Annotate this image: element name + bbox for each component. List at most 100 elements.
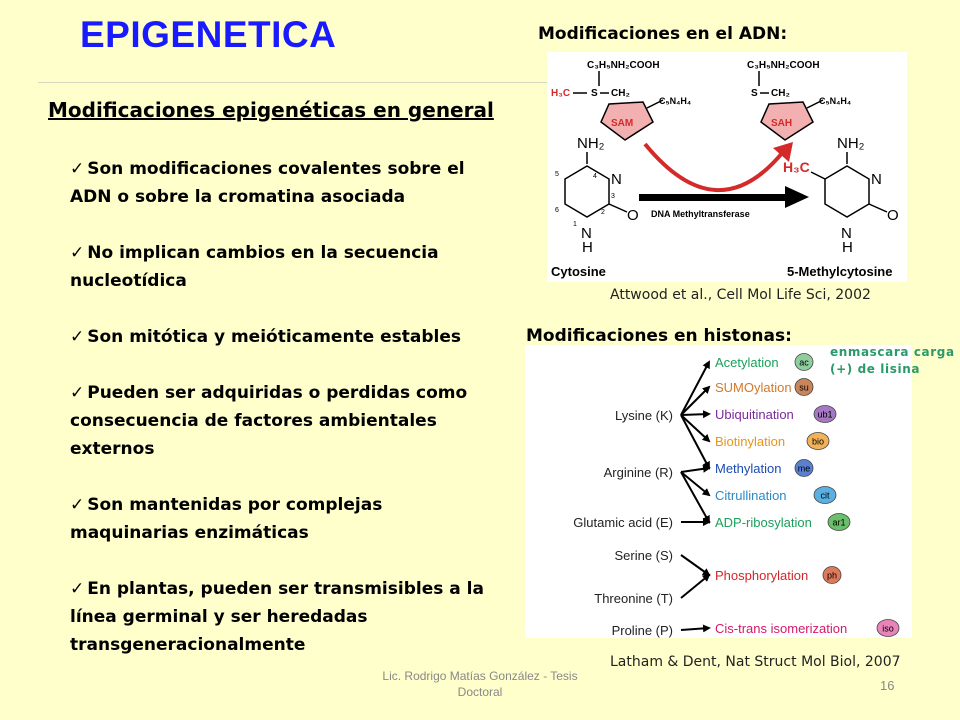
bullet-item: ✓Son mantenidas por complejas maquinaria… [70,495,383,543]
slide-footer: Lic. Rodrigo Matías González - Tesis Doc… [382,669,578,699]
amino-acid-label: Proline (P) [612,623,673,638]
dna-figure-citation: Attwood et al., Cell Mol Life Sci, 2002 [610,287,871,303]
iso-badge-icon [876,619,900,637]
modification-label: ADP-ribosylation [715,515,812,530]
modification-badge-label: me [798,464,811,474]
modification-label: Cis-trans isomerization [715,621,847,636]
modification-badge-label: ub1 [817,410,832,420]
sah-adenine-label: C₅N₄H₄ [819,96,851,106]
enzyme-label: DNA Methyltransferase [651,209,750,219]
sah-formula-top: C₃H₅NH₂COOH [747,60,820,71]
histone-modifications-heading: Modificaciones en histonas: [526,326,792,346]
sam-methyl-label: H₃C [551,88,570,99]
modification-label: SUMOylation [715,380,792,395]
cytosine-ring [564,165,610,218]
cytosine-o: O [627,207,639,224]
modification-arrow [680,471,710,524]
svg-text:1: 1 [573,221,577,228]
cytosine-nh2: NH₂ [577,135,605,152]
modification-badge-label: su [799,383,809,393]
methylcytosine-o: O [887,207,899,224]
cytosine-label: Cytosine [551,264,606,279]
modification-arrow [680,385,711,416]
svg-text:6: 6 [555,207,559,214]
cytosine-n3: N [611,171,622,188]
dna-methylation-figure: C₃H₅NH₂COOH H₃C S CH₂ SAM C₅N₄H₄ C₃H₅NH₂… [547,52,907,282]
amino-acid-label: Arginine (R) [604,465,673,480]
amino-acid-label: Lysine (K) [615,408,673,423]
modification-arrow [680,573,711,599]
added-methyl-label: H₃C [783,159,810,175]
sah-sulfur-label: S [751,88,758,99]
check-icon: ✓ [70,159,85,179]
modification-badge-label: ac [799,358,809,368]
dna-methylation-diagram: C₃H₅NH₂COOH H₃C S CH₂ SAM C₅N₄H₄ C₃H₅NH₂… [551,60,899,279]
modification-label: Phosphorylation [715,568,808,583]
svg-text:5: 5 [555,171,559,178]
left-section-heading: Modificaciones epigenéticas en general [48,98,494,122]
amino-acid-labels: Lysine (K) Arginine (R) Glutamic acid (E) S… [573,408,673,638]
dna-modifications-heading: Modificaciones en el ADN: [538,24,788,44]
amino-acid-label: Glutamic acid (E) [573,515,673,530]
methylcytosine-nh2: NH₂ [837,135,865,152]
svg-text:4: 4 [593,173,597,180]
check-icon: ✓ [70,243,85,263]
title-divider [38,82,578,83]
sah-label: SAH [771,118,792,129]
cit-badge-icon [813,486,837,504]
modification-badge-label: ar1 [832,518,845,528]
amino-acid-label: Threonine (T) [594,591,673,606]
bullet-item: ✓Son mitótica y meióticamente estables [70,327,462,347]
ph-badge-icon [822,566,842,584]
modification-label: Ubiquitination [715,407,794,422]
modification-label: Biotinylation [715,434,785,449]
acetylation-annotation: enmascara carga (+) de lisina [830,345,955,376]
sah-ch2-label: CH₂ [771,88,790,99]
methylcytosine-n3: N [871,171,882,188]
modification-badge-label: ph [827,571,837,581]
me-badge-icon [794,459,814,477]
su-badge-icon [794,378,814,396]
bullet-item: ✓No implican cambios en la secuencia nuc… [70,243,439,291]
sam-ribose-ring [600,101,654,141]
ar1-badge-icon [827,513,851,531]
cytosine-h: H [582,239,593,256]
sah-ribose-ring [760,101,814,141]
reaction-arrow-shaft [639,194,787,201]
check-icon: ✓ [70,327,85,347]
cytosine-n1: N [581,225,592,242]
modification-arrow [680,471,711,497]
histone-modification-figure: Lysine (K) Arginine (R) Glutamic acid (E) S… [525,345,912,638]
sam-adenine-label: C₅N₄H₄ [659,96,691,106]
modification-label: Methylation [715,461,781,476]
modification-badge-label: bio [812,437,824,447]
ub1-badge-icon [813,405,837,423]
sam-label: SAM [611,118,633,129]
modification-badge-label: cit [821,491,830,501]
slide-title: EPIGENETICA [80,14,337,55]
bullet-item: ✓Pueden ser adquiridas o perdidas como c… [70,383,468,459]
methylcytosine-label: 5-Methylcytosine [787,264,892,279]
svg-text:3: 3 [611,193,615,200]
modification-label: Acetylation [715,355,779,370]
methylcytosine-n1: N [841,225,852,242]
modification-arrow [680,410,711,419]
modification-arrow [680,554,711,577]
modification-label: Citrullination [715,488,787,503]
page-number: 16 [880,678,895,693]
modification-arrow [680,414,711,443]
methylcytosine-ring [824,165,870,218]
arrow-group [680,360,711,633]
modification-arrow [680,624,711,633]
ac-badge-icon [794,353,814,371]
histone-figure-citation: Latham & Dent, Nat Struct Mol Biol, 2007 [610,654,901,670]
modification-badge-label: iso [882,624,894,634]
amino-acid-label: Serine (S) [614,548,673,563]
modification-arrow [680,464,711,473]
modification-arrow [680,414,710,470]
histone-modification-diagram: Lysine (K) Arginine (R) Glutamic acid (E) S… [573,353,900,638]
methylcytosine-h: H [842,239,853,256]
reaction-arrow-head [785,186,809,208]
check-icon: ✓ [70,495,85,515]
bio-badge-icon [806,432,830,450]
